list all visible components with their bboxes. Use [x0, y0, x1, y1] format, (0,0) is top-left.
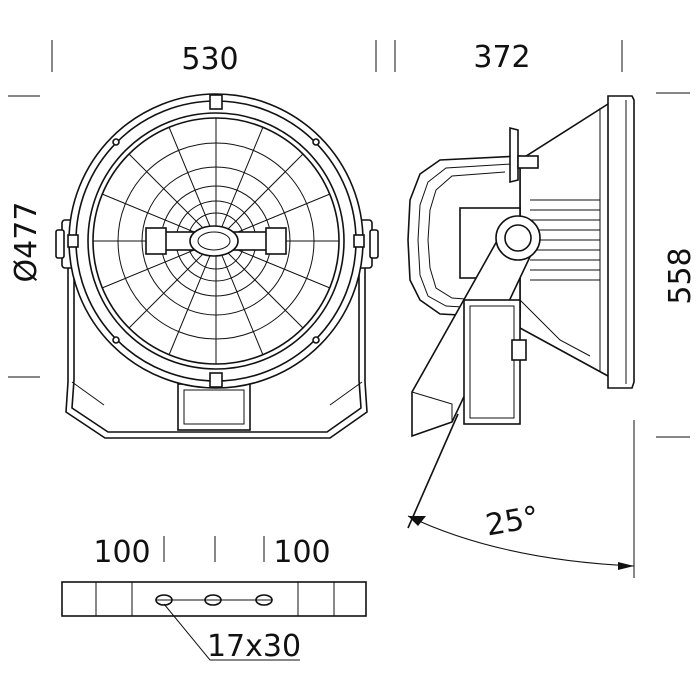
bracket-right-label: 100	[273, 535, 330, 570]
slot-size-label: 17x30	[207, 629, 301, 664]
height-ticks	[656, 92, 690, 438]
front-view	[55, 93, 379, 439]
bracket-left-label: 100	[93, 535, 150, 570]
height-label: 558	[663, 247, 698, 304]
bracket-plan	[61, 536, 367, 661]
angle-marker	[407, 413, 635, 578]
side-view	[407, 95, 635, 438]
side-depth-label: 372	[473, 40, 530, 75]
diameter-ticks	[8, 95, 40, 378]
front-width-label: 530	[181, 42, 238, 77]
top-dimension-ticks	[51, 40, 623, 72]
diameter-label: Ø477	[9, 202, 44, 283]
tilt-angle-label: 25°	[483, 500, 541, 544]
